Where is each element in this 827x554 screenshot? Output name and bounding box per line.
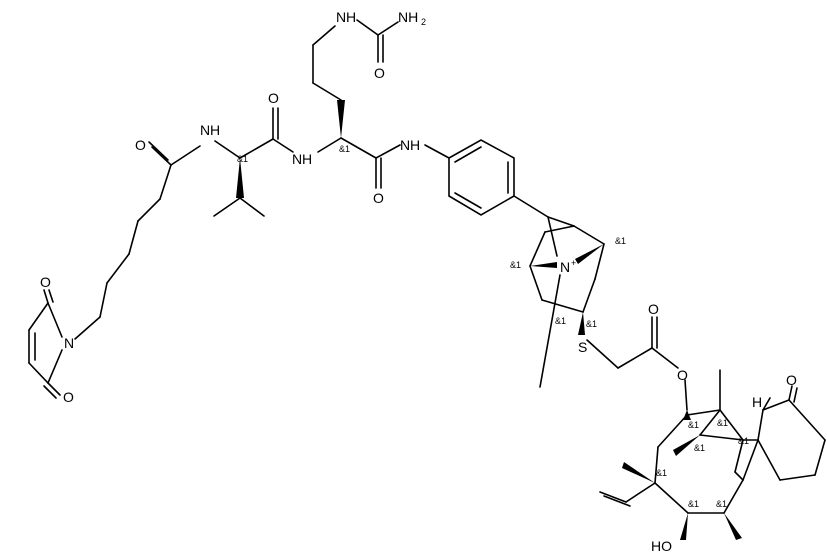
stereo-label-vinyl-carbon: &1	[656, 468, 667, 478]
pleuromutilin-core	[599, 369, 826, 540]
atom-nh2-urea: NH	[398, 9, 418, 25]
stereo-label-ring-junction: &1	[738, 436, 749, 446]
atom-charge-plus: +	[571, 258, 576, 268]
stereo-label-thioether-carbon: &1	[586, 319, 597, 329]
maleimide-ring	[28, 289, 63, 399]
citrulline-residue	[312, 19, 401, 189]
atom-o-maleimide-top: O	[40, 274, 51, 290]
atom-n-anilide: N	[400, 137, 410, 153]
atom-o-maleimide-bottom: O	[63, 389, 74, 405]
atom-h-anilide: H	[410, 137, 420, 153]
stereo-label-bridge: &1	[694, 443, 705, 453]
atom-o-valine: O	[268, 90, 279, 106]
stereo-label-tropane-bottom: &1	[555, 316, 566, 326]
atom-n-valine: N	[200, 122, 210, 138]
atom-o-ketone: O	[786, 372, 797, 388]
hexanoyl-linker	[74, 141, 201, 340]
atom-s-thioether: S	[578, 339, 587, 355]
stereo-label-ester-carbon: &1	[688, 420, 699, 430]
atom-o-citrulline: O	[373, 190, 384, 206]
atom-n-citrulline: N	[292, 151, 302, 167]
atom-n-quaternary: N	[560, 259, 570, 275]
tropanium-bicycle	[529, 216, 605, 388]
atom-o-hexanoyl: O	[135, 137, 146, 153]
benzene-ring	[424, 139, 549, 218]
atom-n-maleimide: N	[64, 335, 74, 351]
stereo-label-valine: &1	[237, 154, 248, 164]
thioacetate-linker	[586, 316, 688, 411]
stereo-label-quaternary-methyl: &1	[717, 418, 728, 428]
atom-o-urea: O	[374, 65, 385, 81]
stereo-label-methyl-carbon: &1	[716, 499, 727, 509]
atom-o-ester-carbonyl: O	[648, 301, 659, 317]
atom-h-bridgehead: H	[752, 394, 762, 410]
atom-h-valine: H	[210, 122, 220, 138]
atom-nh2-subscript: 2	[421, 17, 426, 27]
valine-residue	[213, 107, 294, 217]
atom-n-urea: N	[336, 9, 346, 25]
stereo-label-hydroxyl-carbon: &1	[688, 499, 699, 509]
stereo-label-citrulline: &1	[339, 144, 350, 154]
atom-h-citrulline: H	[302, 151, 312, 167]
stereo-label-tropane-left: &1	[510, 260, 521, 270]
atom-h-urea: H	[346, 9, 356, 25]
stereo-label-tropane-right: &1	[615, 236, 626, 246]
atom-ho-hydroxyl: HO	[651, 538, 672, 554]
atom-o-ester: O	[677, 367, 688, 383]
